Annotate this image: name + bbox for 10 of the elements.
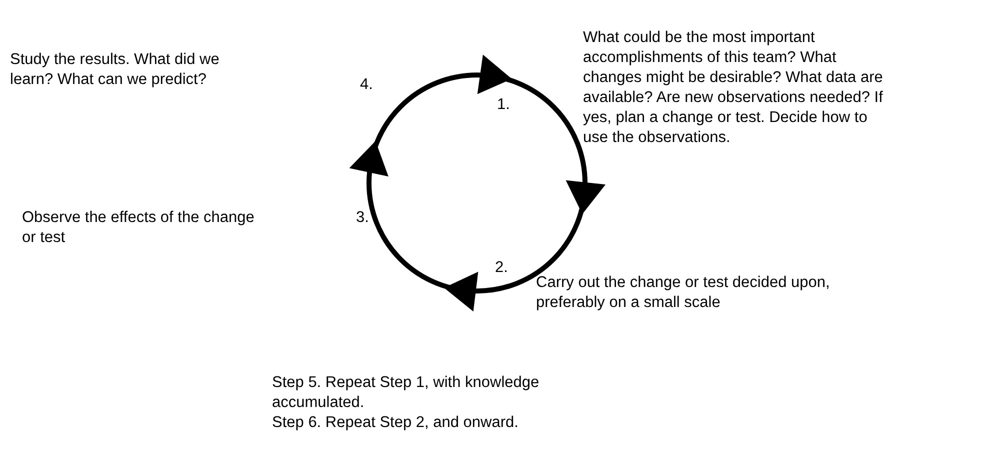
step-number: 2.: [495, 258, 508, 278]
step-description: What could be the most important accomplishments of this team? What changes might be desirable? What data are available? Are new observations needed? If yes, plan a change or test. Decide how to use the observations.: [583, 28, 883, 148]
step-description: Study the results. What did we learn? What can we predict?: [10, 50, 220, 90]
step-description: Carry out the change or test decided upon, preferably on a small scale: [536, 273, 831, 313]
step-number: 3.: [356, 208, 369, 228]
step-description: Observe the effects of the change or test: [22, 208, 256, 248]
step-number: 1.: [497, 95, 510, 115]
step-note: Step 6. Repeat Step 2, and onward.: [272, 413, 518, 433]
step-note: Step 5. Repeat Step 1, with knowledge accumulated.: [272, 373, 540, 413]
step-number: 4.: [360, 75, 373, 95]
